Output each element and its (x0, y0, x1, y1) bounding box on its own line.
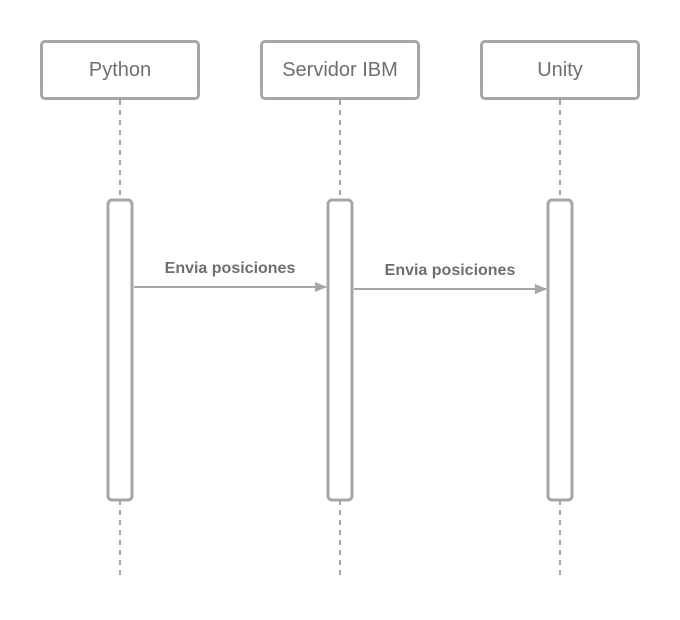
message-label: Envia posiciones (164, 260, 296, 277)
participant-unity: Unity (480, 40, 640, 100)
activation-bar-servidor-ibm (326, 198, 354, 502)
participant-label: Unity (537, 58, 583, 81)
activation-bar-python (106, 198, 134, 502)
participant-label: Python (88, 58, 152, 81)
participant-python: Python (40, 40, 200, 100)
message-label: Envia posiciones (384, 262, 516, 279)
activation-bar-unity (546, 198, 574, 502)
participant-label: Servidor IBM (282, 58, 398, 81)
participant-servidor-ibm: Servidor IBM (260, 40, 420, 100)
